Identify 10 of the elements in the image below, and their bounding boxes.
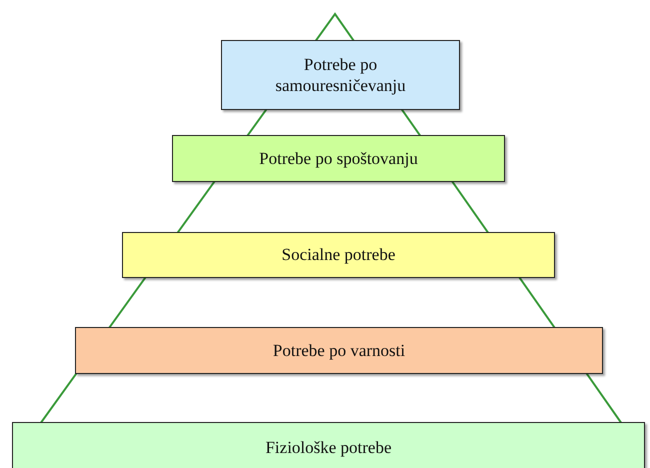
level-label: Potrebe po samouresničevanju — [274, 54, 407, 96]
pyramid-level-box — [75, 327, 603, 374]
level-label: Potrebe po spoštovanju — [259, 148, 418, 170]
pyramid-level-box — [221, 40, 460, 110]
pyramid-level-box — [122, 232, 555, 278]
level-label: Fiziološke potrebe — [265, 437, 392, 458]
level-label: Potrebe po varnosti — [272, 340, 406, 362]
level-label: Socialne potrebe — [282, 244, 396, 266]
pyramid-level-box — [172, 135, 505, 182]
pyramid-level-box — [12, 422, 645, 468]
